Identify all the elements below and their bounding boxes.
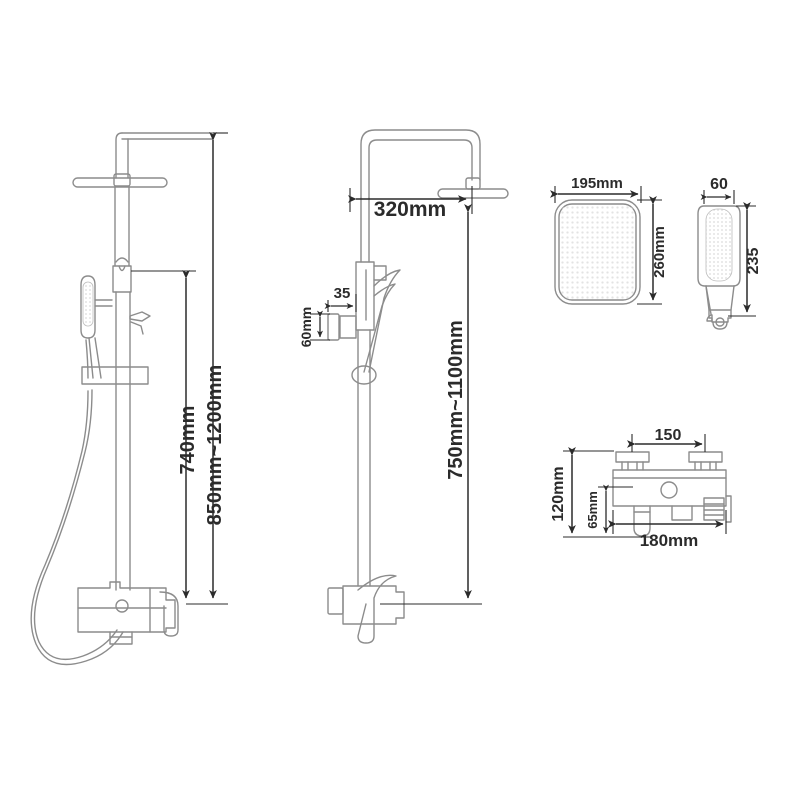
front-view-geometry	[327, 129, 509, 644]
label-riser-height: 740mm	[177, 406, 199, 475]
dim-spout-height	[598, 484, 633, 534]
label-slide-height: 750mm~1100mm	[445, 320, 467, 480]
dim-overall-height	[186, 132, 228, 605]
dim-body-height	[563, 447, 652, 538]
dim-bracket-height	[310, 310, 330, 341]
dim-body-width	[608, 510, 727, 534]
dim-head-depth	[637, 196, 662, 305]
dim-handle-centers	[627, 434, 706, 452]
dim-bracket-offset	[324, 294, 357, 312]
hand-shower-geometry	[697, 205, 741, 330]
dim-hand-length	[728, 202, 756, 317]
dim-arm-reach	[348, 186, 473, 214]
label-overall-height: 850mm~1200mm	[204, 365, 226, 526]
dim-hand-width	[700, 190, 735, 204]
label-body-height: 120mm	[550, 466, 567, 521]
shower-head-geometry	[554, 199, 641, 305]
side-view-geometry	[30, 132, 214, 666]
label-spout-height: 65mm	[585, 491, 600, 529]
label-bracket-height: 60mm	[298, 307, 314, 347]
dim-slide-height	[380, 204, 482, 605]
label-bracket-offset: 35	[334, 285, 351, 302]
label-hand-length: 235	[745, 248, 762, 275]
dim-riser-height	[131, 270, 196, 599]
label-arm-reach: 320mm	[374, 198, 446, 221]
label-head-depth: 260mm	[651, 226, 668, 278]
mixer-body-geometry	[612, 451, 732, 537]
label-handle-centers: 150	[655, 427, 682, 444]
label-head-width: 195mm	[571, 175, 623, 192]
label-body-width: 180mm	[640, 531, 699, 550]
label-hand-width: 60	[710, 176, 728, 193]
dimension-labels: 850mm~1200mm 740mm 320mm 750mm~1100mm 35…	[177, 175, 762, 550]
